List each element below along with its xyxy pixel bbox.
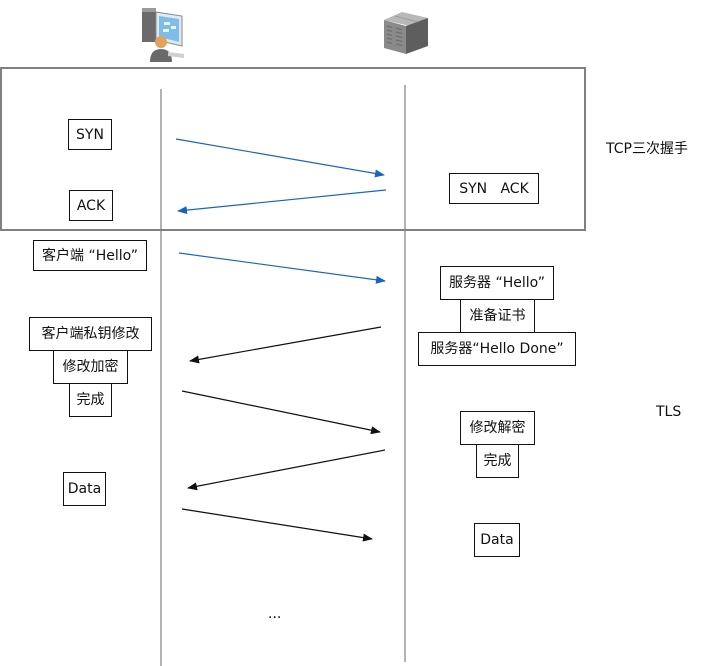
message-arrow-client-to-server [181,508,373,542]
client-data-box: Data [63,472,106,506]
client-change-cipher-box: 修改加密 [53,350,128,384]
client-syn-box: SYN [68,119,112,150]
client-hello-box: 客户端 “Hello” [33,240,147,271]
client-computer-user-icon [138,4,188,64]
message-arrow-server-to-client [187,449,386,491]
message-arrow-client-to-server [178,252,386,284]
server-hello-box: 服务器 “Hello” [440,266,554,300]
server-hello-done-box: 服务器“Hello Done” [418,332,576,366]
server-certificate-box: 准备证书 [460,299,535,333]
server-change-cipher-decrypt-box: 修改解密 [460,411,535,445]
server-finished-box: 完成 [476,444,519,478]
client-finished-box: 完成 [69,383,112,417]
tcp-handshake-frame [0,67,586,231]
tcp-section-label: TCP三次握手 [606,141,688,157]
server-data-box: Data [474,523,520,557]
message-arrow-client-to-server [181,390,381,435]
message-arrow-client-to-server [175,138,385,178]
message-arrow-server-to-client [189,326,382,364]
client-key-change-box: 客户端私钥修改 [29,317,152,351]
client-ack-box: ACK [69,190,113,221]
server-syn-ack-box: SYN ACK [449,173,539,204]
server-rack-icon [382,6,430,56]
continuation-ellipsis: ... [268,606,282,622]
message-arrow-server-to-client [177,189,387,215]
tls-section-label: TLS [656,404,682,420]
